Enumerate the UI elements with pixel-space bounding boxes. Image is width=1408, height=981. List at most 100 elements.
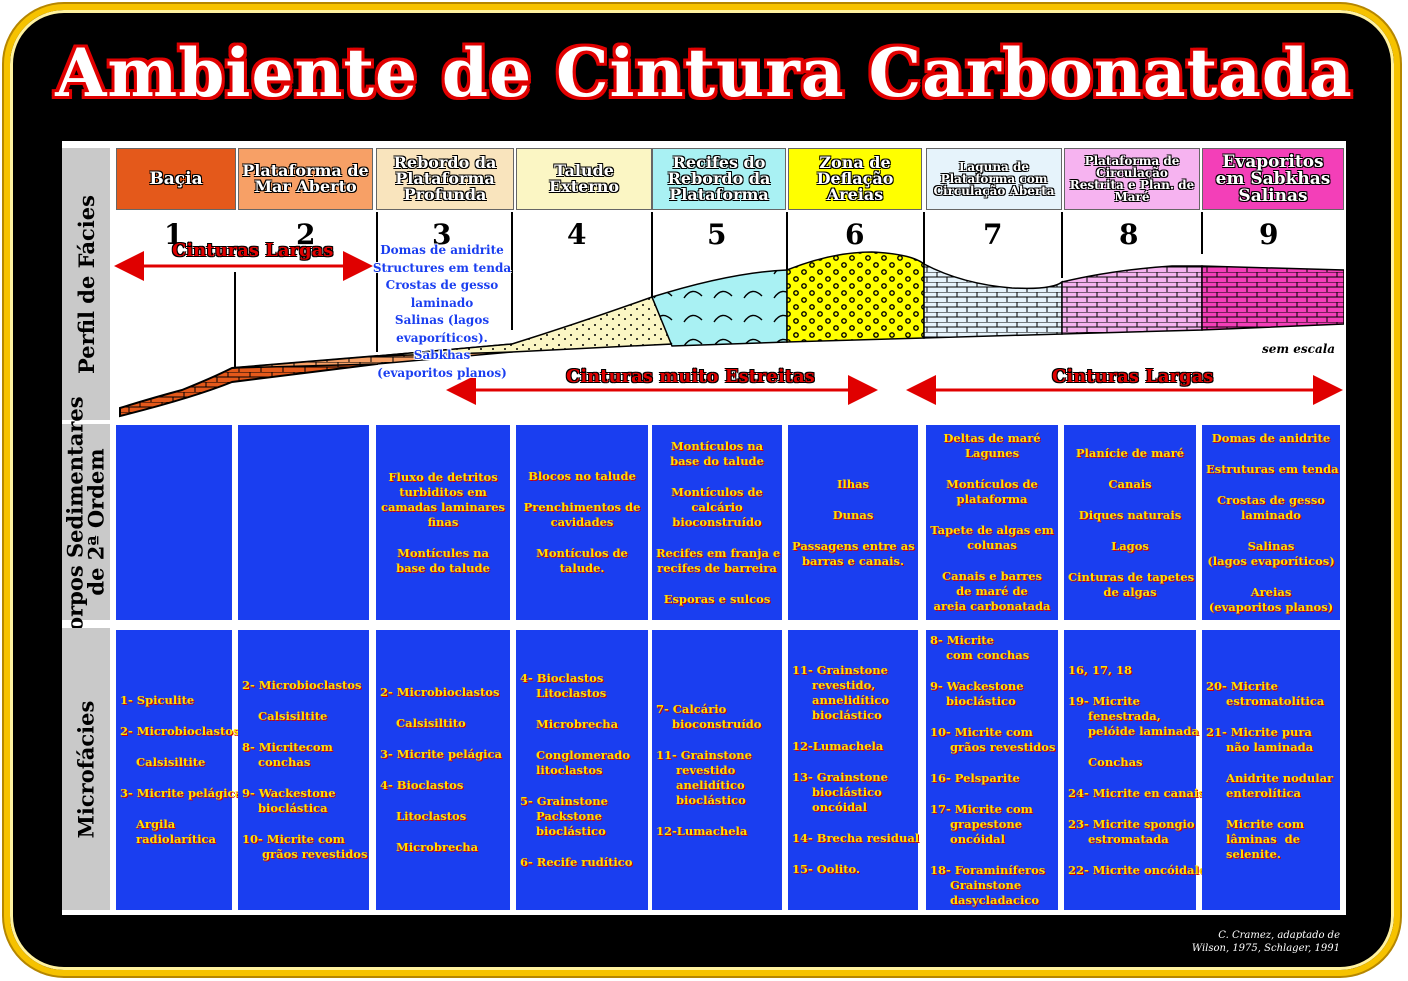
microfacies-cell-4: 4- Bioclastos Litoclastos Microbrecha Co… [516,630,648,910]
microfacies-line: 3- Micrite pelágica [120,786,242,800]
microfacies-line: oncóidal [792,800,867,814]
header-zone-7: Laguna de Plataforma com Circulação Aber… [926,148,1062,210]
corpos-line: Lagunes [964,446,1020,460]
corpos-cell-2 [238,425,369,620]
microfacies-line: 10- Micrite com [242,832,345,846]
corpos-line: Montículos na [670,438,764,453]
header-zone-1: Baçia [116,148,236,210]
corpos-line: base do talude [670,453,764,468]
microfacies-line: bioclástico [792,785,882,799]
microfacies-line: 17- Micrite com [930,801,1033,816]
microfacies-line: Microbrecha [520,716,619,731]
corpos-line: Lagos [1111,538,1149,553]
microfacies-line: 5- Grainstone [520,793,608,808]
microfacies-line: Conglomerado [520,747,630,762]
microfacies-line [930,663,1054,679]
corpos-line [520,484,644,500]
corpos-line [380,530,506,546]
credit-line-2: Wilson, 1975, Schlager, 1991 [1191,943,1340,954]
zone-number-6: 6 [845,218,865,251]
corpos-line: Planície de maré [1075,445,1185,460]
corpos-line: colunas [967,538,1017,552]
microfacies-line [1206,755,1336,771]
corpos-line: Cinturas de tapetes [1068,569,1195,584]
corpos-line: cavidades [550,515,614,529]
zone3-note-line: evaporíticos). [396,330,488,345]
corpos-line: laminado [1241,507,1301,522]
corpos-line [930,507,1054,523]
microfacies-line: 12-Lumachela [792,739,884,753]
header-zone-6: Zona de Deflação Areias [788,148,922,210]
corpos-line: calcário [691,499,743,514]
zone3-note-line: laminado [410,295,474,310]
microfacies-line: 12-Lumachela [656,823,748,838]
microfacies-line [520,778,644,794]
header-zone-2: Plataforma de Mar Aberto [238,148,373,210]
row-label-perfil: Perfil de Fácies [62,148,110,420]
corpos-line: Montículos de [946,477,1038,491]
microfacies-line: 4- Bioclastos [380,778,464,792]
label-cinturas-largas-left: Cinturas Largas [172,240,334,261]
microfacies-line: Calsisiltite [120,755,206,769]
corpos-line [1206,569,1336,585]
restricted-body [1061,265,1203,335]
microfacies-line [120,708,228,724]
microfacies-line: 13- Grainstone [792,770,888,784]
microfacies-line: 23- Micrite spongio [1068,816,1195,831]
corpos-cell-1 [116,425,232,620]
corpos-line: Montícules na [397,545,489,560]
sand-shoal [786,251,925,343]
microfacies-line: enterolítica [1206,785,1301,800]
microfacies-line: estromatada [1068,831,1169,846]
corpos-line [1068,492,1192,508]
microfacies-line [930,786,1054,802]
microfacies-line [242,816,365,832]
zone-dividers [234,212,1203,368]
microfacies-line: 11- Grainstone [792,663,888,677]
corpos-line: Canais [1108,476,1152,491]
microfacies-line: Microbrecha [380,840,479,854]
row-label-microfacies-text: Microfácies [73,700,99,838]
microfacies-line: revestido, [792,678,876,692]
microfacies-line [380,824,506,840]
corpos-line [656,576,778,592]
microfacies-line: 20- Micrite [1206,678,1278,693]
microfacies-line [242,770,365,786]
microfacies-line: 11- Grainstone [656,747,752,762]
microfacies-line: 24- Micrite en canais [1068,785,1205,800]
microfacies-line: 22- Micrite oncóidale [1068,862,1207,877]
corpos-line: Prenchimentos de [523,500,641,514]
microfacies-line: bioconstruído [656,716,762,731]
microfacies-line: 9- Wackestone [242,786,336,800]
row-label-corpos-line2: de 2ª Ordem [84,448,110,596]
header-zone-3: Rebordo da Plataforma Profunda [376,148,514,210]
microfacies-line [1206,709,1336,725]
microfacies-line: Argila [120,817,176,831]
corpos-line: areia carbonatada [933,599,1051,613]
header-zone-8: Plataforma de Circulação Restrita e Plan… [1064,148,1200,210]
header-zone-5: Recifes do Rebordo da Plataforma [652,148,786,210]
corpos-line: Blocos no talude [528,469,636,483]
microfacies-line [520,839,644,855]
microfacies-line: Packstone [520,808,602,823]
microfacies-line [656,808,778,824]
sabkha-body [1201,265,1344,331]
zone-number-9: 9 [1259,218,1279,251]
corpos-line: Recifes em franja e [656,545,781,560]
header-zone-4: Talude Externo [516,148,652,210]
corpos-line: Domas de anidrite [1211,430,1331,445]
corpos-line: de maré de [956,584,1028,598]
zone-number-1: 1 [164,218,184,251]
corpos-line [1068,554,1192,570]
microfacies-line [120,801,228,817]
label-cinturas-estreitas: Cinturas muito Estreitas [566,366,815,387]
